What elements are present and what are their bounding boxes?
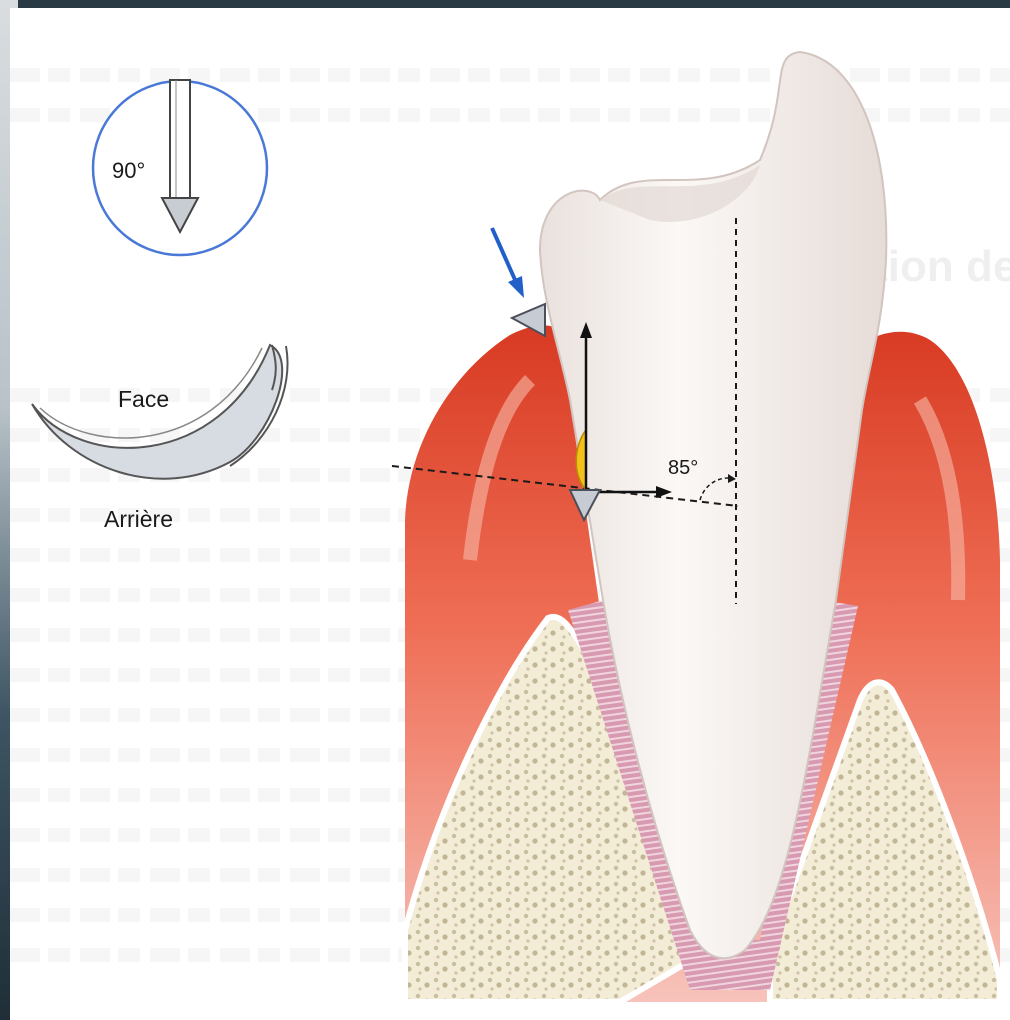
pointer-arrow-icon xyxy=(492,228,516,282)
slide: ...umentation des règles ...odontale xyxy=(10,8,1010,1020)
face-label: Face xyxy=(118,386,169,412)
arriere-label: Arrière xyxy=(104,506,173,532)
angle-90-label: 90° xyxy=(112,158,145,183)
angle-85-label: 85° xyxy=(668,457,698,479)
periodontal-diagram: 85° 90° Face Arrière xyxy=(10,8,1010,1020)
